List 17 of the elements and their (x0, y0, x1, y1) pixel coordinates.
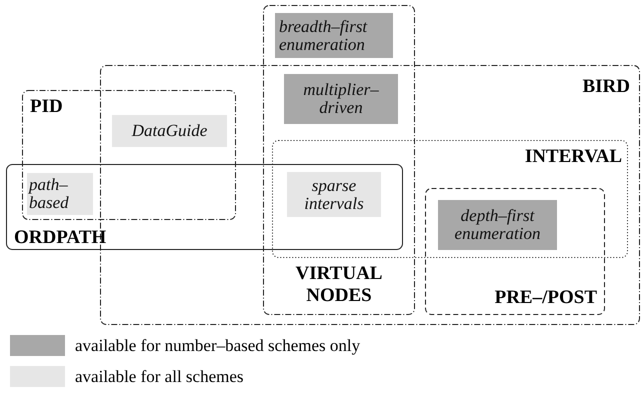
scheme-item: depth–first enumeration (438, 200, 557, 250)
scheme-region (22, 90, 236, 220)
scheme-item: sparse intervals (287, 172, 381, 217)
region-label: BIRD (582, 76, 630, 98)
scheme-item: breadth–first enumeration (275, 13, 393, 58)
scheme-region (6, 164, 403, 250)
legend-text: available for number–based schemes only (75, 336, 360, 356)
region-label: VIRTUAL NODES (294, 263, 384, 307)
scheme-item: path–based (27, 173, 93, 215)
region-label: ORDPATH (14, 227, 106, 249)
scheme-item: DataGuide (112, 115, 227, 147)
legend-text: available for all schemes (75, 366, 244, 386)
region-label: PID (30, 96, 63, 118)
scheme-region (272, 140, 628, 258)
scheme-region (425, 188, 605, 315)
region-label: INTERVAL (524, 146, 622, 168)
region-label: PRE–/POST (494, 287, 597, 309)
